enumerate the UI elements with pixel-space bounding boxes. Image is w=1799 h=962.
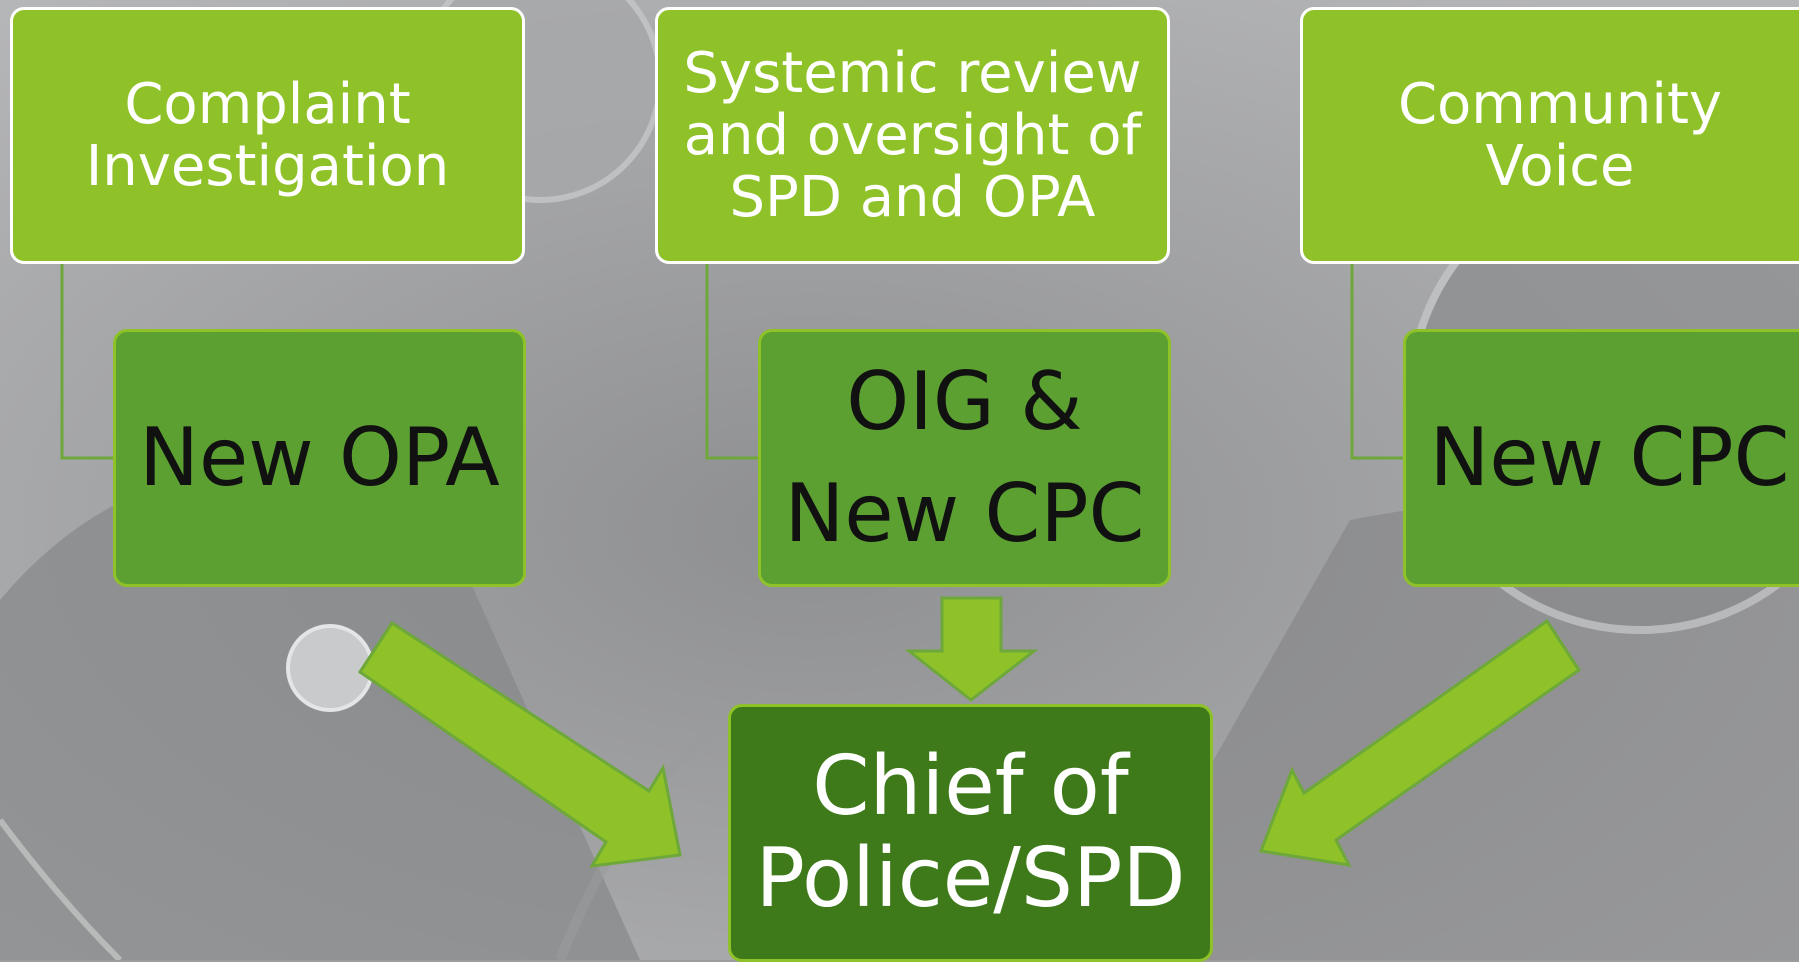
role-box-complaint-investigation: Complaint Investigation — [10, 7, 525, 264]
role-label: Systemic review and oversight of SPD and… — [683, 40, 1142, 230]
entity-label: OIG & New CPC — [784, 355, 1145, 560]
chief-of-police-box: Chief of Police/SPD — [728, 704, 1213, 962]
entity-box-oig-new-cpc: OIG & New CPC — [758, 329, 1171, 587]
connector-col2 — [705, 262, 760, 460]
role-label: Community Voice — [1397, 71, 1723, 199]
arrow-left-to-chief — [357, 620, 682, 868]
entity-box-new-opa: New OPA — [113, 329, 526, 587]
role-box-systemic-review: Systemic review and oversight of SPD and… — [655, 7, 1170, 264]
entity-box-new-cpc: New CPC — [1403, 329, 1799, 587]
arrow-center-to-chief — [904, 596, 1039, 702]
entity-label: New CPC — [1429, 411, 1790, 504]
role-label: Complaint Investigation — [85, 71, 450, 199]
entity-label: New OPA — [139, 411, 500, 504]
chief-label: Chief of Police/SPD — [755, 739, 1186, 926]
arrow-right-to-chief — [1258, 618, 1582, 867]
connector-col1 — [60, 262, 115, 460]
role-box-community-voice: Community Voice — [1300, 7, 1799, 264]
connector-col3 — [1350, 262, 1405, 460]
